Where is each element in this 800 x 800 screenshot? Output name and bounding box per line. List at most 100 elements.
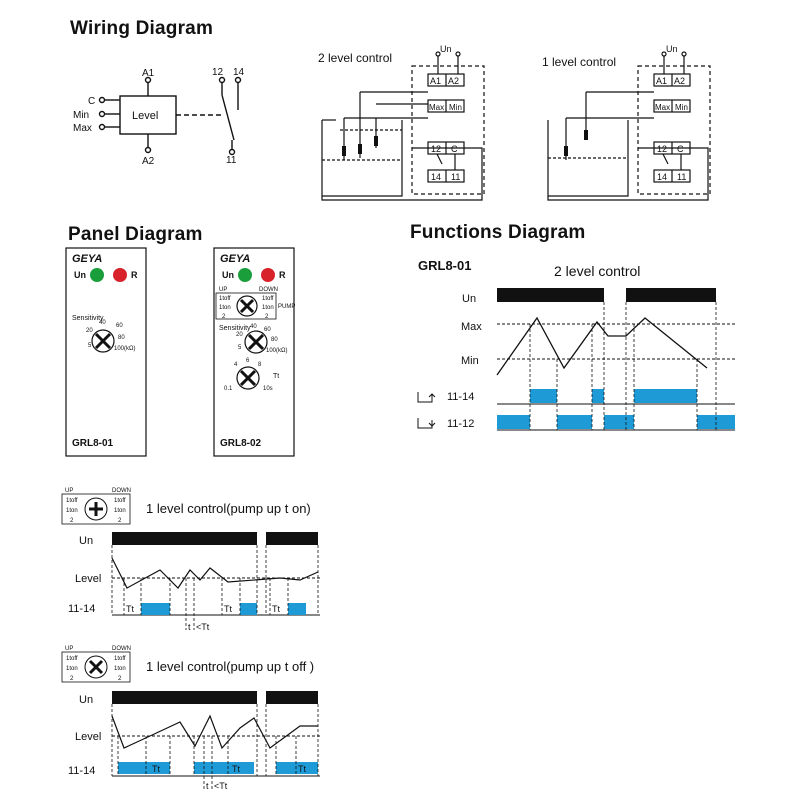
two-level-a2: A2	[448, 76, 459, 86]
toff-knob-label-4: 1ton	[114, 666, 126, 672]
ton-knob-label-2: 2	[70, 518, 74, 524]
grl802-mode-0: 1toff	[219, 296, 231, 302]
grl801-tick-0: 5	[88, 343, 92, 349]
one-level-14: 14	[657, 172, 667, 182]
grl802-sens-tick-5: 100(kΩ)	[266, 348, 288, 354]
ton-knob-up: UP	[65, 488, 73, 494]
one-level-max: Max	[655, 103, 670, 112]
two-level-12: 12	[431, 144, 441, 154]
ton-tt-1: Tt	[126, 604, 134, 614]
toff-knob-label-1: 1ton	[66, 666, 78, 672]
functions-max-label: Max	[461, 321, 482, 333]
panel-title: Panel Diagram	[68, 224, 203, 245]
grl801-tick-4: 80	[118, 335, 125, 341]
grl802-r: R	[279, 270, 286, 280]
ton-knob-label-3: 1toff	[114, 498, 126, 504]
functions-1112-bars	[497, 415, 735, 429]
grl802-mode-1: 1ton	[219, 305, 231, 311]
grl802-sens-tick-4: 80	[271, 337, 278, 343]
two-level-max: Max	[429, 103, 444, 112]
grl801-brand: GEYA	[72, 253, 102, 265]
grl801-un: Un	[74, 270, 86, 280]
ton-title: 1 level control(pump up t on)	[146, 501, 311, 516]
two-level-un: Un	[440, 44, 452, 54]
ton-level-label: Level	[75, 573, 101, 585]
grl801-tick-5: 100(kΩ)	[114, 346, 136, 352]
grl801-r: R	[131, 270, 138, 280]
grl802-time-knob[interactable]	[236, 366, 260, 390]
ton-knob-label-0: 1toff	[66, 498, 78, 504]
grl802-red-led	[261, 268, 275, 282]
toff-un-bars	[112, 691, 318, 704]
ton-tt-3: Tt	[272, 604, 280, 614]
ton-tt-2: Tt	[224, 604, 232, 614]
relay-min-label: Min	[73, 110, 89, 121]
grl802-tt: Tt	[273, 373, 279, 380]
functions-un-bars	[497, 288, 716, 302]
grl801-tick-1: 20	[86, 328, 93, 334]
one-level-a2: A2	[674, 76, 685, 86]
toff-1114-label: 11-14	[68, 765, 95, 777]
toff-knob-label-2: 2	[70, 676, 74, 682]
grl802-time-tick-3: 8	[258, 362, 262, 368]
grl802-sensitivity-knob[interactable]	[244, 330, 268, 354]
one-level-a1: A1	[656, 76, 667, 86]
grl802-brand: GEYA	[220, 253, 250, 265]
two-level-title: 2 level control	[318, 51, 392, 65]
two-level-c: C	[451, 144, 458, 154]
grl802-sens-tick-0: 5	[238, 345, 242, 351]
toff-t-label: t	[206, 781, 209, 791]
grl802-model: GRL8-02	[220, 438, 262, 449]
two-level-14: 14	[431, 172, 441, 182]
toff-knob-label-5: 2	[118, 676, 122, 682]
two-level-min: Min	[449, 103, 462, 112]
grl802-time-tick-2: 6	[246, 358, 250, 364]
relay-14-label: 14	[233, 67, 245, 78]
one-level-title: 1 level control	[542, 55, 616, 69]
grl801-model: GRL8-01	[72, 438, 114, 449]
grl802-sensitivity: Sensitivity	[219, 325, 251, 332]
toff-1114-bars	[118, 762, 318, 774]
relay-c-label: C	[88, 96, 95, 107]
functions-model: GRL8-01	[418, 258, 471, 273]
grl801-sensitivity-knob[interactable]	[91, 329, 115, 353]
ton-mode-knob[interactable]	[84, 497, 108, 521]
relay-a1-label: A1	[142, 68, 155, 79]
functions-un-label: Un	[462, 293, 476, 305]
grl801-red-led	[113, 268, 127, 282]
two-level-a1: A1	[430, 76, 441, 86]
toff-level-curve	[111, 714, 318, 750]
ton-knob-label-5: 2	[118, 518, 122, 524]
relay-12-label: 12	[212, 67, 224, 78]
grl802-mode-knob[interactable]	[236, 295, 258, 317]
one-level-c: C	[677, 144, 684, 154]
toff-tt-2: Tt	[232, 764, 240, 774]
ton-level-curve	[111, 557, 319, 589]
relay-11-label: 11	[226, 155, 237, 166]
toff-knob-down: DOWN	[112, 646, 131, 652]
ton-knob-label-4: 1ton	[114, 508, 126, 514]
toff-mode-knob[interactable]	[84, 655, 108, 679]
grl802-sens-tick-3: 60	[264, 327, 271, 333]
functions-1114-label: 11-14	[447, 391, 474, 403]
grl802-mode-2: 2	[222, 314, 226, 320]
functions-1114-bars	[530, 389, 697, 403]
grl802-mode-3: 1toff	[262, 296, 274, 302]
functions-min-label: Min	[461, 355, 479, 367]
ton-1114-bars	[141, 603, 306, 615]
grl802-sens-tick-1: 20	[236, 332, 243, 338]
functions-level-curve	[496, 316, 708, 376]
toff-title: 1 level control(pump up t off )	[146, 659, 314, 674]
ton-un-bars	[112, 532, 318, 545]
wiring-title: Wiring Diagram	[70, 18, 214, 39]
grl801-green-led	[90, 268, 104, 282]
two-level-11: 11	[451, 172, 460, 182]
grl801-sensitivity: Sensitivity	[72, 315, 104, 322]
grl802-mode-4: 1ton	[262, 305, 274, 311]
